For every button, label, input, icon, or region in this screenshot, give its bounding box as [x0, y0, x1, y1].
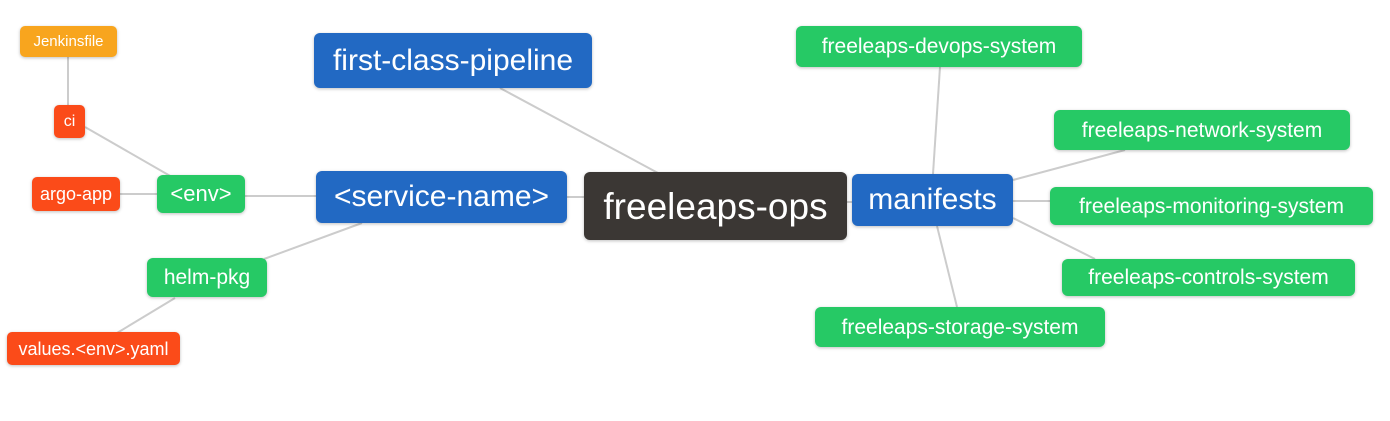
- node-service-name[interactable]: <service-name>: [316, 171, 567, 223]
- edge-first-class-pipeline-freeleaps-ops: [499, 87, 659, 174]
- node-freeleaps-devops-system[interactable]: freeleaps-devops-system: [796, 26, 1082, 67]
- edge-manifests-storage-system: [936, 225, 958, 308]
- node-first-class-pipeline[interactable]: first-class-pipeline: [314, 33, 592, 88]
- node-freeleaps-ops[interactable]: freeleaps-ops: [584, 172, 847, 240]
- node-values-env-yaml[interactable]: values.<env>.yaml: [7, 332, 180, 365]
- node-jenkinsfile[interactable]: Jenkinsfile: [20, 26, 117, 57]
- node-freeleaps-network-system[interactable]: freeleaps-network-system: [1054, 110, 1350, 150]
- node-argo-app[interactable]: argo-app: [32, 177, 120, 211]
- edge-ci-env: [84, 126, 173, 178]
- node-freeleaps-monitoring-system[interactable]: freeleaps-monitoring-system: [1050, 187, 1373, 225]
- edge-manifests-devops-system: [932, 66, 941, 175]
- edge-manifests-network-system: [1012, 149, 1126, 181]
- node-freeleaps-storage-system[interactable]: freeleaps-storage-system: [815, 307, 1105, 347]
- edge-helm-pkg-values-env-yaml: [116, 297, 176, 334]
- node-helm-pkg[interactable]: helm-pkg: [147, 258, 267, 297]
- node-manifests[interactable]: manifests: [852, 174, 1013, 226]
- edge-manifests-controls-system: [1012, 217, 1096, 260]
- edge-service-name-helm-pkg: [263, 222, 363, 260]
- node-freeleaps-controls-system[interactable]: freeleaps-controls-system: [1062, 259, 1355, 296]
- node-env[interactable]: <env>: [157, 175, 245, 213]
- node-ci[interactable]: ci: [54, 105, 85, 138]
